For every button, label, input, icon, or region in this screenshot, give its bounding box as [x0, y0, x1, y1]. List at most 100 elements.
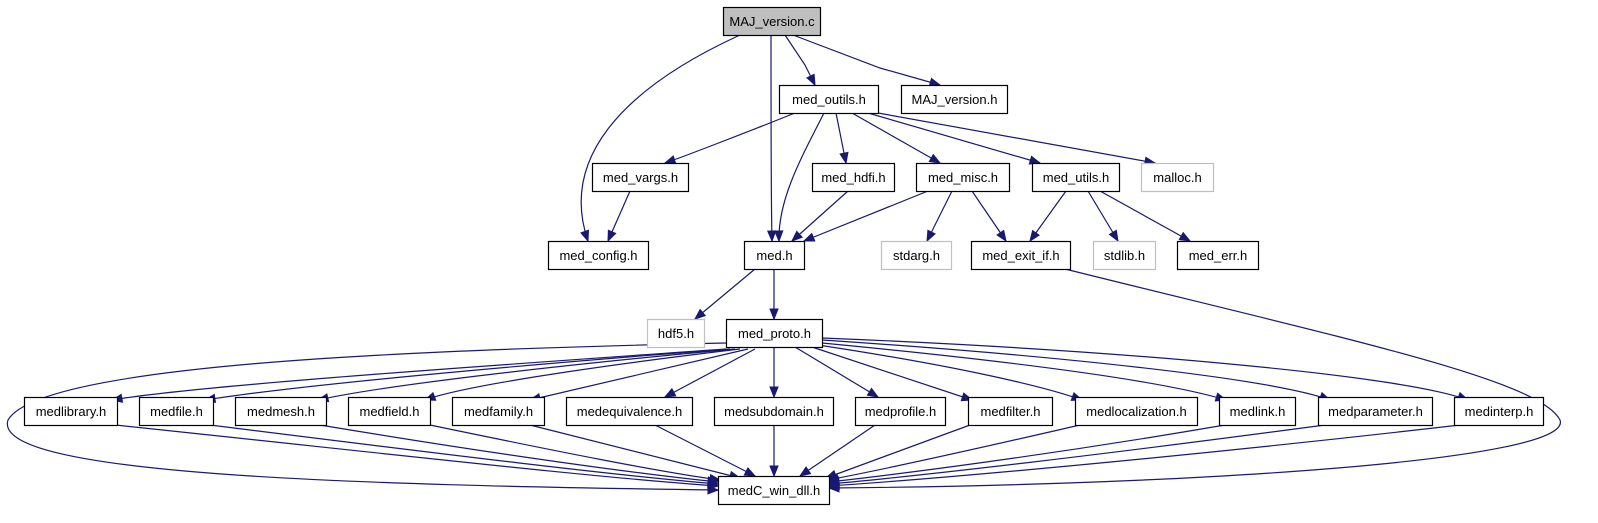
node-label: medfilter.h [981, 404, 1041, 419]
node-box [722, 6, 822, 37]
edge-line [654, 424, 756, 477]
edge-med-proto-h-to-medsubdomain-h [769, 347, 779, 399]
arrowhead [1108, 229, 1119, 243]
edge-line [1099, 190, 1191, 242]
nodes-layer: MAJ_version.c med_outils.h MAJ_version.hme… [23, 6, 1545, 506]
node-box [591, 162, 690, 193]
node-label: malloc.h [1153, 170, 1201, 185]
node-box [880, 240, 953, 271]
node-box [565, 396, 694, 427]
node-maj-version-h[interactable]: MAJ_version.h [900, 84, 1009, 115]
edge-line [821, 337, 1469, 401]
node-maj-version-c[interactable]: MAJ_version.c [722, 6, 822, 37]
node-med-config-h[interactable]: med_config.h [547, 240, 650, 271]
arrowhead [663, 387, 677, 398]
node-label: med_misc.h [928, 170, 998, 185]
edge-med-outils-h-to-med-utils-h [867, 112, 1042, 165]
node-medinterp-h[interactable]: medinterp.h [1453, 396, 1545, 427]
node-medfield-h[interactable]: medfield.h [347, 396, 432, 427]
arrowhead [1029, 229, 1040, 243]
edge-med-misc-h-to-stdarg-h [926, 190, 953, 243]
edge-medsubdomain-h-to-medc-win-dll-h [769, 425, 779, 478]
edge-med-misc-h-to-med-exit-if-h [971, 190, 1007, 243]
arrowhead [806, 73, 816, 87]
arrowhead [866, 387, 880, 398]
node-label: MAJ_version.c [729, 14, 815, 29]
edge-medfield-h-to-medc-win-dll-h [429, 424, 722, 484]
node-med-exit-if-h[interactable]: med_exit_if.h [970, 240, 1072, 271]
node-med-hdfi-h[interactable]: med_hdfi.h [811, 162, 896, 193]
node-box [138, 396, 215, 427]
node-med-misc-h[interactable]: med_misc.h [915, 162, 1011, 193]
edge-line [825, 424, 971, 479]
node-medsubdomain-h[interactable]: medsubdomain.h [713, 396, 835, 427]
arrowhead [769, 465, 779, 478]
edge-line [821, 339, 1331, 401]
edge-med-proto-h-to-medprofile-h [794, 346, 880, 398]
node-med-vargs-h[interactable]: med_vargs.h [591, 162, 690, 193]
node-label: medC_win_dll.h [728, 483, 821, 498]
node-box [1031, 162, 1121, 193]
edge-line [111, 348, 727, 401]
edge-med-proto-h-to-medfield-h [423, 348, 741, 401]
node-label: med_outils.h [792, 92, 866, 107]
edge-medlibrary-h-to-medc-win-dll-h [114, 424, 720, 491]
edge-line [6, 342, 727, 491]
edge-med-outils-h-to-malloc-h [877, 112, 1157, 166]
node-medparameter-h[interactable]: medparameter.h [1317, 396, 1434, 427]
edge-med-vargs-h-to-med-config-h [607, 190, 631, 243]
edge-medequivalence-h-to-medc-win-dll-h [654, 424, 757, 477]
edge-med-outils-h-to-med-hdfi-h [835, 112, 849, 165]
node-hdf5-h: hdf5.h [646, 318, 706, 349]
edge-line [317, 348, 736, 401]
edge-line [827, 424, 1081, 481]
node-label: medfamily.h [464, 404, 533, 419]
edge-medinterp-h-to-medc-win-dll-h [827, 424, 1461, 491]
edge-line [209, 424, 719, 485]
node-med-proto-h[interactable]: med_proto.h [725, 318, 824, 349]
node-med-outils-h[interactable]: med_outils.h [778, 84, 880, 115]
edge-maj-version-c-to-med-outils-h [784, 34, 816, 87]
node-box [713, 396, 835, 427]
node-label: medmesh.h [247, 404, 315, 419]
edge-line [828, 424, 1226, 483]
arrowhead [769, 308, 779, 321]
node-medfilter-h[interactable]: medfilter.h [967, 396, 1054, 427]
node-medmesh-h[interactable]: medmesh.h [234, 396, 328, 427]
edge-medfilter-h-to-medc-win-dll-h [824, 424, 971, 479]
node-label: medfield.h [360, 404, 420, 419]
node-box [646, 318, 706, 349]
node-label: med_utils.h [1043, 170, 1109, 185]
edge-med-proto-h-to-medfilter-h [811, 346, 974, 402]
arrowhead [708, 473, 722, 484]
node-medc-win-dll-h[interactable]: medC_win_dll.h [717, 475, 831, 506]
node-box [451, 396, 546, 427]
node-med-err-h[interactable]: med_err.h [1176, 240, 1260, 271]
node-med-utils-h[interactable]: med_utils.h [1031, 162, 1121, 193]
node-malloc-h: malloc.h [1140, 162, 1215, 193]
node-box [234, 396, 328, 427]
edge-maj-version-c-to-maj-version-h [792, 34, 942, 87]
node-box [743, 240, 806, 271]
node-medlink-h[interactable]: medlink.h [1218, 396, 1297, 427]
edge-med-h-to-med-proto-h [769, 269, 779, 321]
node-medfile-h[interactable]: medfile.h [138, 396, 215, 427]
edge-line [799, 424, 876, 477]
node-box [547, 240, 650, 271]
node-medequivalence-h[interactable]: medequivalence.h [565, 396, 694, 427]
node-label: hdf5.h [658, 326, 694, 341]
edge-line [828, 268, 1561, 489]
edge-line [791, 190, 849, 242]
node-label: med_hdfi.h [821, 170, 885, 185]
node-medlocalization-h[interactable]: medlocalization.h [1074, 396, 1199, 427]
node-medprofile-h[interactable]: medprofile.h [854, 396, 947, 427]
node-label: med_config.h [559, 248, 637, 263]
arrowhead [798, 466, 812, 477]
node-box [1176, 240, 1260, 271]
node-medfamily-h[interactable]: medfamily.h [451, 396, 546, 427]
edge-line [664, 348, 756, 398]
node-box [900, 84, 1009, 115]
node-medlibrary-h[interactable]: medlibrary.h [23, 396, 119, 427]
node-med-h[interactable]: med.h [743, 240, 806, 271]
